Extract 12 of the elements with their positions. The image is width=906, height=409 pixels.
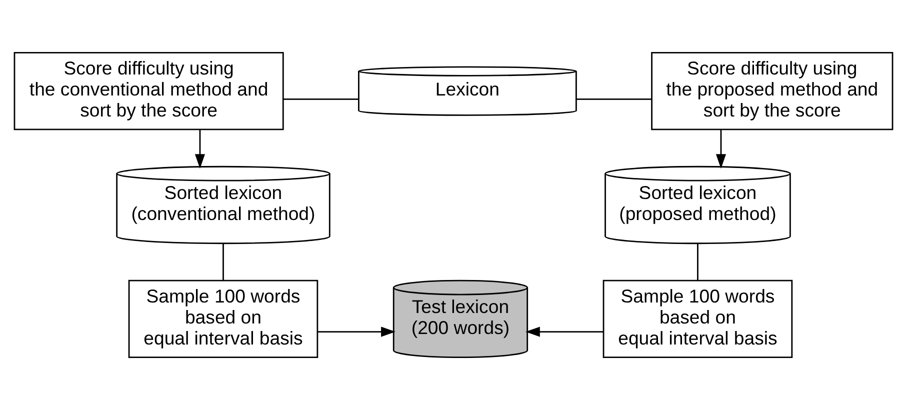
connector <box>222 243 224 280</box>
node-box: Sample 100 words based on equal interval basis <box>602 279 792 358</box>
connector <box>696 243 698 280</box>
node-box: Score difficulty using the proposed method and sort by the score <box>650 51 893 130</box>
node-box: Sample 100 words based on equal interval basis <box>128 279 318 358</box>
arrow <box>317 326 395 336</box>
connector <box>576 98 651 100</box>
connector <box>282 98 358 100</box>
arrow <box>194 129 205 168</box>
arrow <box>715 129 726 168</box>
arrow <box>524 326 603 336</box>
node-box: Score difficulty using the conventional method and sort by the score <box>13 51 284 130</box>
